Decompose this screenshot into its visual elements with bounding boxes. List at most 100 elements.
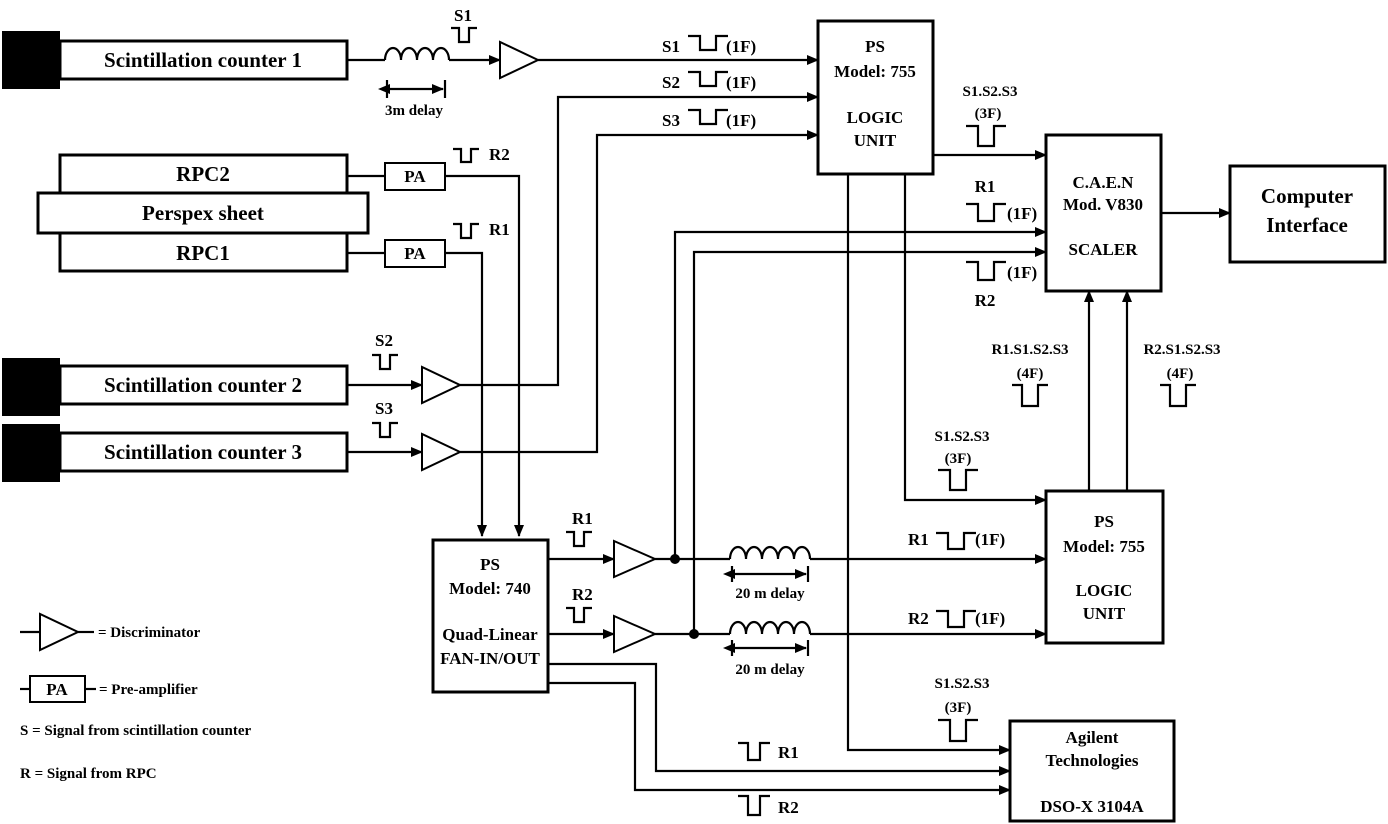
onef-label: (1F) bbox=[1007, 263, 1037, 282]
fan-line4: FAN-IN/OUT bbox=[440, 649, 540, 668]
scintillation-counter-2: Scintillation counter 2 bbox=[2, 358, 349, 416]
delay-coil-20m-r2 bbox=[728, 620, 812, 635]
r2-fan-pulse bbox=[566, 606, 592, 624]
legend-pa-label: PA bbox=[46, 680, 68, 699]
pmt-block bbox=[2, 358, 60, 416]
delay-3m-label: 3m delay bbox=[385, 103, 443, 119]
pa-label: PA bbox=[404, 244, 426, 263]
s123-label: S1.S2.S3 bbox=[962, 84, 1017, 100]
delay-20m-label: 20 m delay bbox=[735, 662, 805, 678]
logic-top-line1: PS bbox=[865, 37, 885, 56]
counter-1-label: Scintillation counter 1 bbox=[104, 48, 302, 72]
s3-nim-pulse bbox=[688, 108, 728, 126]
onef-label: (1F) bbox=[1007, 204, 1037, 223]
s2-pulse-label: S2 bbox=[375, 331, 393, 350]
onef-label: (1F) bbox=[726, 111, 756, 130]
logic-top-line4: UNIT bbox=[854, 131, 897, 150]
scaler-line1: C.A.E.N bbox=[1073, 173, 1135, 192]
delay-20m-label: 20 m delay bbox=[735, 586, 805, 602]
logic-top-line2: Model: 755 bbox=[834, 62, 916, 81]
fourf-label: (4F) bbox=[1167, 366, 1194, 382]
dso-line1: Agilent bbox=[1066, 728, 1119, 747]
onef-label: (1F) bbox=[726, 73, 756, 92]
logic-bottom-line2: Model: 755 bbox=[1063, 537, 1145, 556]
pmt-block bbox=[2, 424, 60, 482]
r2-fan-label: R2 bbox=[572, 585, 593, 604]
onef-label: (1F) bbox=[726, 37, 756, 56]
caen-scaler bbox=[1044, 133, 1163, 293]
legend-pa-box bbox=[29, 675, 86, 703]
s3-pulse bbox=[372, 421, 398, 439]
fan-line1: PS bbox=[480, 555, 500, 574]
r1-scaler-pulse bbox=[966, 202, 1006, 223]
scaler-line2: Mod. V830 bbox=[1063, 195, 1143, 214]
s123-label-2: S1.S2.S3 bbox=[934, 429, 989, 445]
rpc1-label: RPC1 bbox=[176, 241, 230, 265]
oscilloscope bbox=[1008, 719, 1176, 823]
legend-preamp-text: = Pre-amplifier bbox=[99, 682, 198, 698]
s2-pulse bbox=[372, 353, 398, 371]
scintillation-counter-3: Scintillation counter 3 bbox=[2, 424, 349, 482]
delay-coil-20m-r1 bbox=[728, 545, 812, 560]
r1-logic-pulse bbox=[936, 531, 976, 551]
fan-in-out bbox=[431, 538, 550, 694]
s1-out-label: S1 bbox=[662, 37, 680, 56]
r1-scaler-label: R1 bbox=[975, 177, 996, 196]
r1-fan-pulse bbox=[566, 530, 592, 548]
s2-nim-pulse bbox=[688, 70, 728, 88]
threef-label: (3F) bbox=[975, 106, 1002, 122]
s123-pulse-2 bbox=[938, 468, 978, 492]
legend: = Discriminator PA = Pre-amplifier S = S… bbox=[20, 612, 252, 782]
scintillation-counter-1: Scintillation counter 1 bbox=[2, 31, 349, 89]
s1-pulse-label: S1 bbox=[454, 6, 472, 25]
rpc-stack: RPC2 Perspex sheet RPC1 bbox=[36, 153, 370, 273]
computer-line1: Computer bbox=[1261, 184, 1353, 208]
discriminator-s2 bbox=[421, 365, 463, 405]
s1-nim-pulse bbox=[688, 34, 728, 52]
threef-label: (3F) bbox=[945, 700, 972, 716]
pa-label: PA bbox=[404, 167, 426, 186]
r2-dso-pulse bbox=[738, 794, 770, 817]
perspex-label: Perspex sheet bbox=[142, 201, 264, 225]
s3-out-label: S3 bbox=[662, 111, 680, 130]
s123-pulse-3 bbox=[938, 718, 978, 743]
discriminator-s3 bbox=[421, 432, 463, 472]
r1-pulse bbox=[453, 222, 479, 240]
r2-dso-label: R2 bbox=[778, 798, 799, 817]
logic-bottom-line1: PS bbox=[1094, 512, 1114, 531]
junction-dot bbox=[670, 554, 680, 564]
s2-out-label: S2 bbox=[662, 73, 680, 92]
s3-pulse-label: S3 bbox=[375, 399, 393, 418]
r2-scaler-pulse bbox=[966, 260, 1006, 282]
rpc2-box bbox=[58, 153, 349, 195]
r2-logic-label: R2 bbox=[908, 609, 929, 628]
threef-label: (3F) bbox=[945, 451, 972, 467]
logic-bottom-line4: UNIT bbox=[1083, 604, 1126, 623]
legend-discriminator-icon bbox=[39, 612, 81, 652]
s123-label-3: S1.S2.S3 bbox=[934, 676, 989, 692]
r1-pulse-label: R1 bbox=[489, 220, 510, 239]
r2s123-pulse bbox=[1160, 383, 1196, 408]
rpc2-label: RPC2 bbox=[176, 162, 230, 186]
fourf-label: (4F) bbox=[1017, 366, 1044, 382]
onef-label: (1F) bbox=[975, 609, 1005, 628]
rpc1-box bbox=[58, 231, 349, 273]
discriminator-r1 bbox=[613, 539, 658, 579]
r2-pulse-label: R2 bbox=[489, 145, 510, 164]
r2-logic-pulse bbox=[936, 609, 976, 629]
logic-unit-bottom bbox=[1044, 489, 1165, 645]
delay-coil-3m bbox=[383, 46, 451, 61]
r2-pulse bbox=[453, 147, 479, 164]
s123-pulse bbox=[966, 124, 1006, 148]
computer-line2: Interface bbox=[1266, 213, 1348, 237]
dso-line2: Technologies bbox=[1046, 751, 1139, 770]
logic-top-line3: LOGIC bbox=[847, 108, 904, 127]
legend-s-def: S = Signal from scintillation counter bbox=[20, 723, 252, 739]
s1-pulse bbox=[451, 26, 477, 44]
dso-line3: DSO-X 3104A bbox=[1040, 797, 1144, 816]
r1-dso-pulse bbox=[738, 741, 770, 762]
legend-disc-text: = Discriminator bbox=[98, 625, 201, 641]
discriminator-r2 bbox=[613, 614, 658, 654]
counter-3-label: Scintillation counter 3 bbox=[104, 440, 302, 464]
